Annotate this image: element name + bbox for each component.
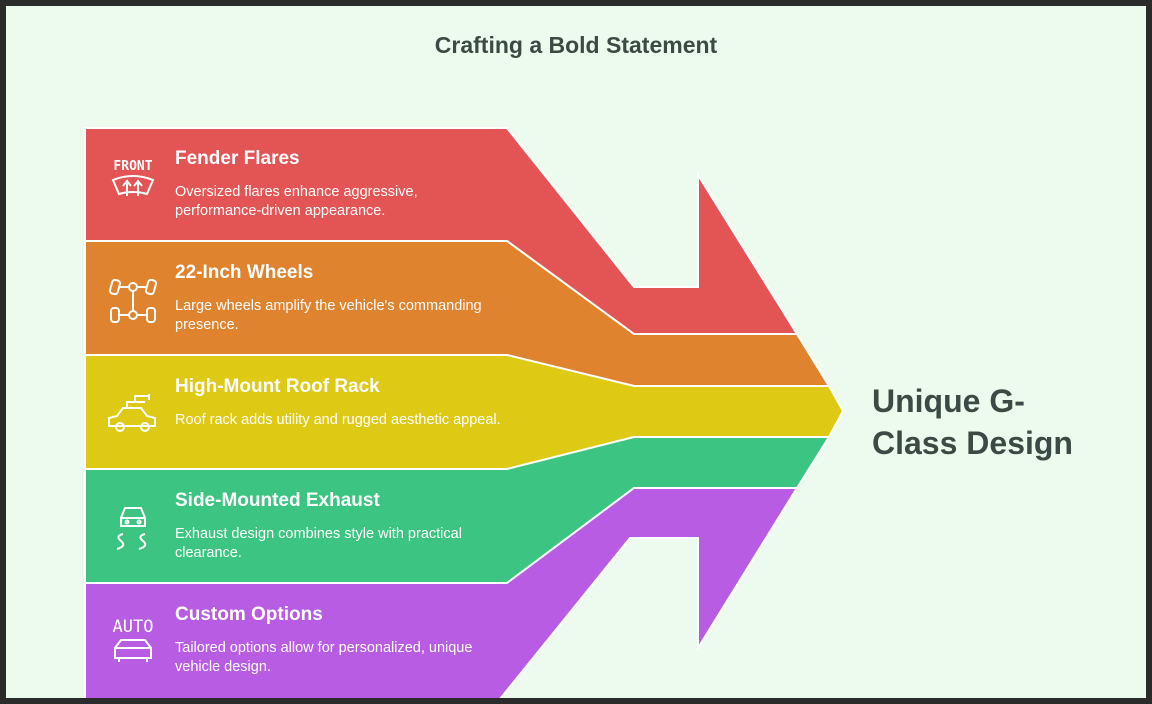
item-description: Exhaust design combines style with pract… [175, 526, 462, 561]
auto-car-icon: AUTO [105, 610, 161, 670]
item-description: Roof rack adds utility and rugged aesthe… [175, 412, 501, 428]
item-custom-options: AUTO Custom Options Tailored options all… [85, 584, 505, 697]
svg-text:AUTO: AUTO [113, 617, 154, 637]
item-side-exhaust: Side-Mounted Exhaust Exhaust design comb… [85, 470, 505, 583]
svg-text:FRONT: FRONT [113, 159, 152, 174]
item-roof-rack: High-Mount Roof Rack Roof rack adds util… [85, 356, 505, 469]
item-22-inch-wheels: 22-Inch Wheels Large wheels amplify the … [85, 242, 505, 355]
diagram-title: Crafting a Bold Statement [434, 32, 718, 58]
axle-wheels-icon [105, 268, 161, 328]
arrow-flow [84, 127, 845, 698]
item-title: Side-Mounted Exhaust [175, 490, 380, 511]
item-title: Custom Options [175, 604, 323, 625]
item-description: Large wheels amplify the vehicle's comma… [175, 298, 482, 333]
item-fender-flares: FRONT Fender Flares Oversized flares enh… [85, 128, 505, 241]
band-custom-options [84, 487, 799, 698]
item-title: High-Mount Roof Rack [175, 376, 380, 397]
diagram-canvas: Crafting a Bold Statement FRONT Fender F… [6, 6, 1146, 698]
car-roof-rack-icon [105, 382, 161, 442]
result-label: Unique G-Class Design [872, 383, 1073, 461]
car-skid-icon [105, 496, 161, 556]
item-description: Tailored options allow for personalized,… [175, 640, 473, 675]
item-title: Fender Flares [175, 148, 300, 169]
item-title: 22-Inch Wheels [175, 262, 314, 283]
front-defrost-icon: FRONT [105, 154, 161, 214]
item-description: Oversized flares enhance aggressive, per… [175, 184, 418, 219]
